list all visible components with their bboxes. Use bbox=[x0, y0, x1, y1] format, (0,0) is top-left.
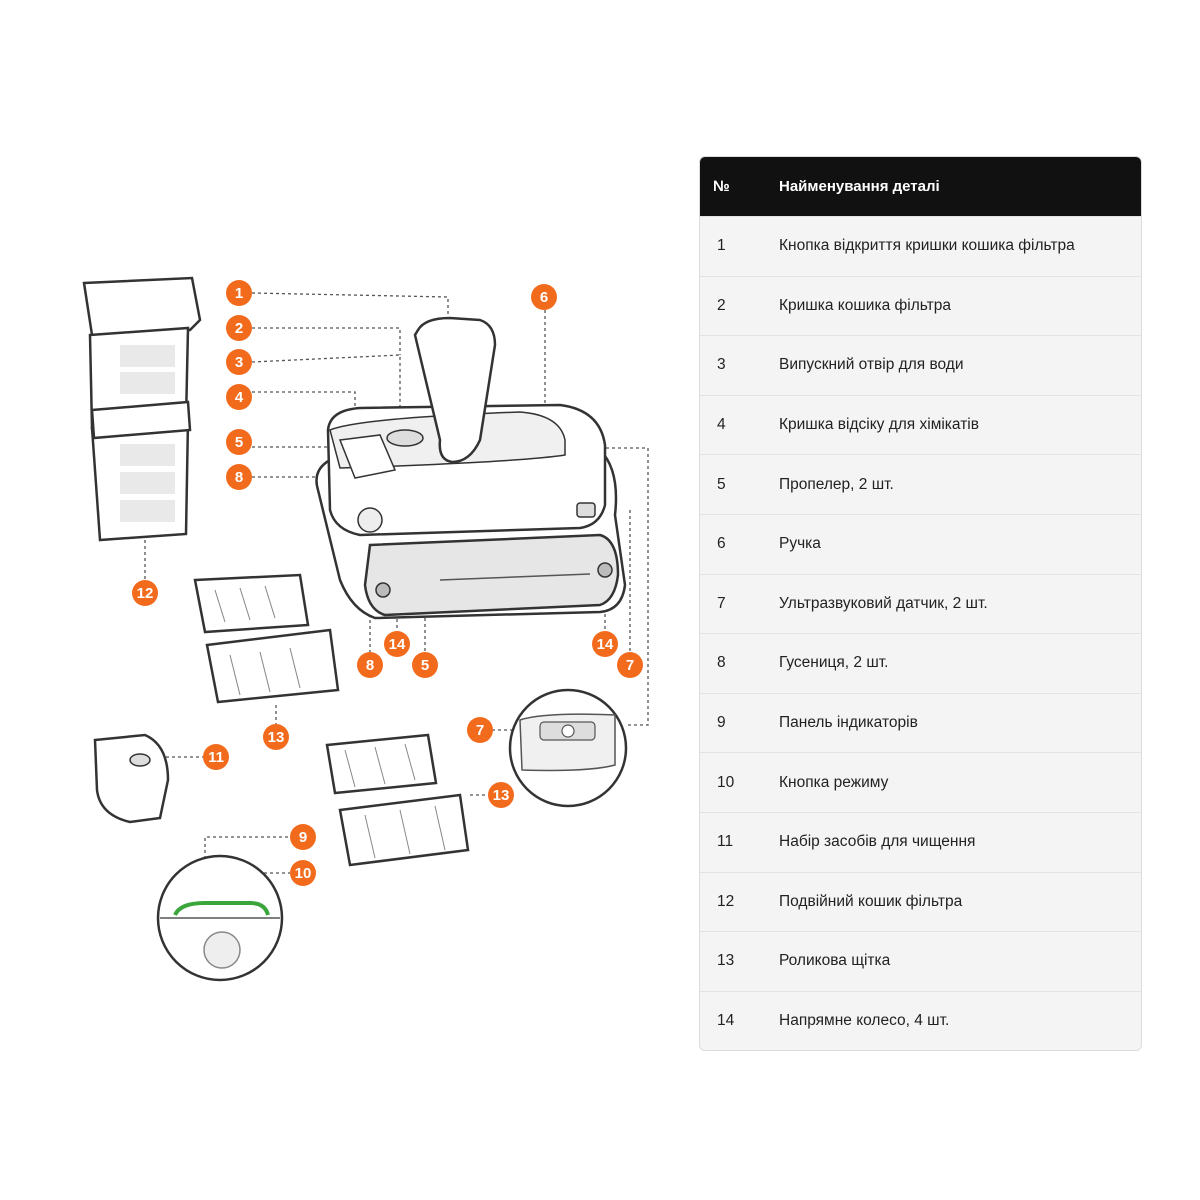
callout-6 bbox=[531, 284, 557, 310]
robot-parts-diagram: 1 2 3 4 5 8 6 12 8 14 5 14 7 13 7 11 13 … bbox=[82, 276, 649, 982]
svg-text:1: 1 bbox=[235, 285, 243, 302]
row-name: Кнопка відкриття кришки кошика фільтра bbox=[779, 237, 1075, 255]
row-name: Набір засобів для чищення bbox=[779, 833, 976, 851]
callout-8b bbox=[357, 652, 383, 678]
callout-2 bbox=[226, 315, 252, 341]
callout-8 bbox=[226, 464, 252, 490]
table-row: 12 Подвійний кошик фільтра bbox=[700, 871, 1141, 932]
callout-12 bbox=[132, 580, 158, 606]
callout-7 bbox=[617, 652, 643, 678]
row-name: Ультразвуковий датчик, 2 шт. bbox=[779, 594, 988, 612]
svg-text:14: 14 bbox=[597, 636, 614, 653]
callout-10 bbox=[290, 860, 316, 886]
row-number: 13 bbox=[717, 952, 735, 970]
row-number: 2 bbox=[717, 296, 726, 314]
svg-text:4: 4 bbox=[235, 389, 244, 406]
table-row: 6 Ручка bbox=[700, 513, 1141, 574]
row-number: 7 bbox=[717, 594, 726, 612]
table-row: 3 Випускний отвір для води bbox=[700, 335, 1141, 395]
svg-text:2: 2 bbox=[235, 320, 243, 337]
callout-5 bbox=[226, 429, 252, 455]
svg-text:7: 7 bbox=[626, 657, 634, 674]
svg-text:11: 11 bbox=[208, 749, 224, 766]
table-row: 10 Кнопка режиму bbox=[700, 752, 1141, 812]
callout-3 bbox=[226, 349, 252, 375]
row-name: Подвійний кошик фільтра bbox=[779, 892, 963, 910]
svg-text:6: 6 bbox=[540, 289, 548, 306]
callouts: 1 2 3 4 5 8 6 12 8 14 5 14 7 13 7 11 13 … bbox=[132, 280, 643, 886]
svg-text:14: 14 bbox=[389, 636, 406, 653]
svg-text:3: 3 bbox=[235, 354, 243, 371]
svg-text:13: 13 bbox=[268, 729, 285, 746]
row-name: Кнопка режиму bbox=[779, 773, 889, 791]
row-number: 12 bbox=[717, 892, 735, 910]
callout-7b bbox=[467, 717, 493, 743]
row-name: Напрямне колесо, 4 шт. bbox=[779, 1012, 950, 1030]
table-row: 5 Пропелер, 2 шт. bbox=[700, 454, 1141, 514]
table-row: 7 Ультразвуковий датчик, 2 шт. bbox=[700, 573, 1141, 634]
table-row: 14 Напрямне колесо, 4 шт. bbox=[700, 990, 1141, 1051]
filter-basket bbox=[82, 276, 202, 542]
row-name: Панель індикаторів bbox=[779, 714, 918, 732]
svg-text:8: 8 bbox=[366, 657, 374, 674]
table-row: 4 Кришка відсіку для хімікатів bbox=[700, 394, 1141, 455]
table-body: 1 Кнопка відкриття кришки кошика фільтра 2… bbox=[700, 216, 1141, 1050]
row-number: 6 bbox=[717, 535, 726, 553]
table-header: № Найменування деталі bbox=[700, 157, 1141, 216]
callout-13a bbox=[263, 724, 289, 750]
table-row: 1 Кнопка відкриття кришки кошика фільтра bbox=[700, 216, 1141, 276]
callout-13b bbox=[488, 782, 514, 808]
parts-table: № Найменування деталі 1 Кнопка відкриття … bbox=[699, 156, 1142, 1052]
table-row: 8 Гусениця, 2 шт. bbox=[700, 633, 1141, 693]
row-name: Кришка кошика фільтра bbox=[779, 296, 951, 314]
row-number: 4 bbox=[717, 416, 726, 434]
robot-body bbox=[315, 316, 627, 620]
indicator-zoom bbox=[156, 854, 284, 982]
callout-14a bbox=[384, 631, 410, 657]
callout-11 bbox=[203, 744, 229, 770]
row-number: 1 bbox=[717, 237, 726, 255]
svg-text:9: 9 bbox=[299, 829, 307, 846]
row-number: 11 bbox=[717, 833, 734, 851]
cleaning-kit bbox=[93, 733, 170, 824]
row-name: Кришка відсіку для хімікатів bbox=[779, 416, 979, 434]
row-name: Роликова щітка bbox=[779, 952, 891, 970]
row-name: Ручка bbox=[779, 535, 821, 553]
row-number: 9 bbox=[717, 714, 726, 732]
header-number: № bbox=[713, 178, 730, 195]
callout-1 bbox=[226, 280, 252, 306]
callout-9 bbox=[290, 824, 316, 850]
sensor-zoom bbox=[508, 688, 628, 808]
svg-text:7: 7 bbox=[476, 722, 484, 739]
row-name: Випускний отвір для води bbox=[779, 356, 964, 374]
callout-14b bbox=[592, 631, 618, 657]
row-number: 8 bbox=[717, 654, 726, 672]
table-row: 2 Кришка кошика фільтра bbox=[700, 275, 1141, 336]
callout-5b bbox=[412, 652, 438, 678]
svg-text:13: 13 bbox=[493, 787, 510, 804]
svg-text:10: 10 bbox=[295, 865, 312, 882]
header-name: Найменування деталі bbox=[779, 178, 940, 195]
svg-text:8: 8 bbox=[235, 469, 243, 486]
table-row: 13 Роликова щітка bbox=[700, 931, 1141, 991]
row-name: Гусениця, 2 шт. bbox=[779, 654, 889, 672]
callout-4 bbox=[226, 384, 252, 410]
svg-text:12: 12 bbox=[137, 585, 154, 602]
row-number: 5 bbox=[717, 475, 726, 493]
table-row: 9 Панель індикаторів bbox=[700, 692, 1141, 753]
table-row: 11 Набір засобів для чищення bbox=[700, 811, 1141, 872]
row-number: 3 bbox=[717, 356, 726, 374]
svg-text:5: 5 bbox=[421, 657, 429, 674]
row-number: 10 bbox=[717, 773, 735, 791]
svg-text:5: 5 bbox=[235, 434, 243, 451]
row-name: Пропелер, 2 шт. bbox=[779, 475, 894, 493]
row-number: 14 bbox=[717, 1012, 735, 1030]
roller-brushes bbox=[193, 573, 470, 867]
